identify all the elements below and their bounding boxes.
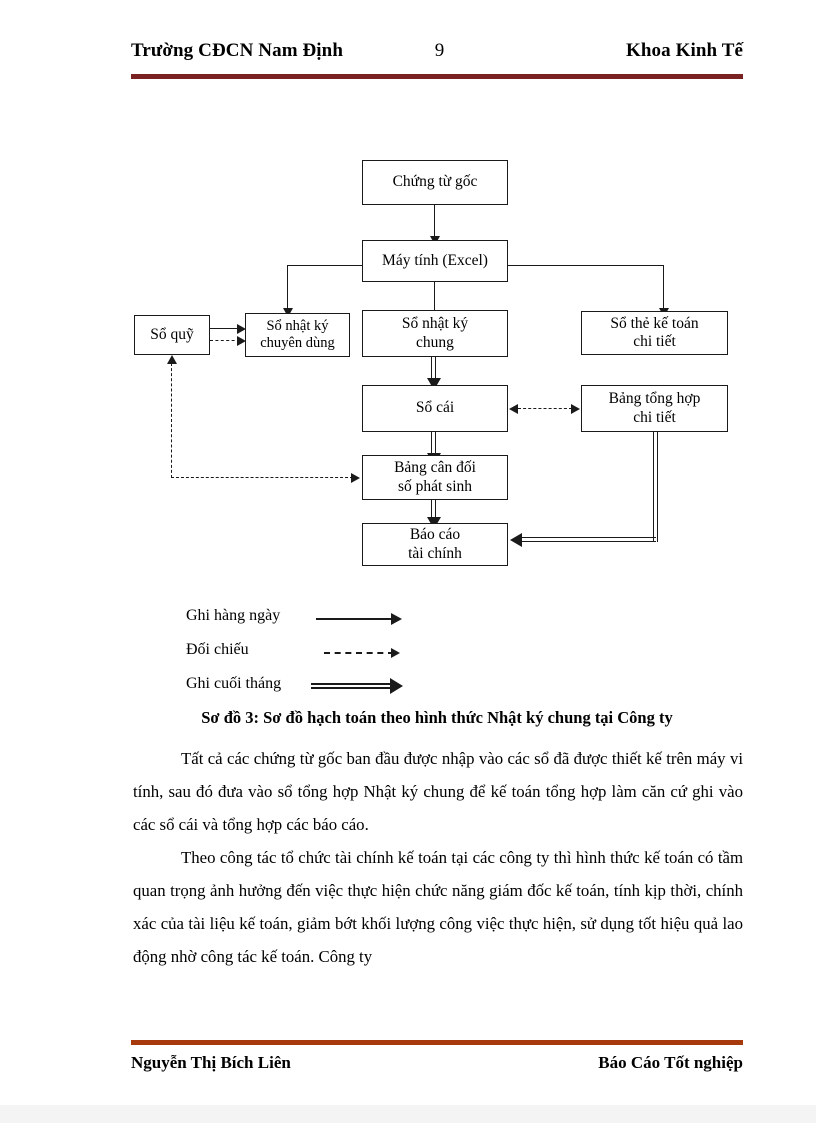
body-paragraph-2: Theo công tác tổ chức tài chính kế toán … — [133, 848, 743, 966]
connector-maytinh-left-vertical — [287, 265, 289, 312]
arrowhead-right-bangcandoi-dashed — [351, 473, 360, 483]
header-divider-rule — [131, 74, 743, 79]
connector-soquy-to-chuyendung-dashed — [210, 340, 240, 341]
legend-item-monthly: Ghi cuối tháng — [186, 675, 506, 709]
scan-bottom-edge — [0, 1105, 816, 1123]
arrowhead-right-bangtonghop — [571, 404, 580, 414]
legend-dashed-line-icon — [324, 652, 394, 654]
connector-chungtu-to-maytinh — [434, 205, 436, 239]
connector-maytinh-center-vertical — [434, 282, 436, 314]
body-text: Tất cả các chứng từ gốc ban đầu được nhậ… — [133, 742, 743, 973]
arrowhead-left-baocao — [510, 533, 522, 547]
page-footer: Nguyễn Thị Bích Liên Báo Cáo Tốt nghiệp — [131, 1053, 743, 1073]
node-so-nhat-ky-chuyen-dung: Sổ nhật ký chuyên dùng — [245, 313, 350, 357]
header-right-text: Khoa Kinh Tế — [626, 40, 743, 61]
legend-dashed-arrow-icon — [391, 648, 400, 658]
arrowhead-right-chuyendung-solid — [237, 324, 246, 334]
footer-right-text: Báo Cáo Tốt nghiệp — [598, 1053, 743, 1072]
connector-socai-to-bangcandoi-double — [431, 432, 436, 460]
node-bang-tong-hop-chi-tiet: Bảng tổng hợp chi tiết — [581, 385, 728, 432]
page-number: 9 — [434, 40, 445, 61]
node-so-quy: Sổ quỹ — [134, 315, 210, 355]
legend-label-reconcile: Đối chiếu — [186, 641, 249, 658]
figure-caption: Sơ đồ 3: Sơ đồ hạch toán theo hình thức … — [201, 708, 673, 727]
page-header: Trường CĐCN Nam Định 9 Khoa Kinh Tế — [131, 40, 743, 74]
connector-maytinh-right-horizontal — [507, 265, 664, 267]
connector-maytinh-left-horizontal — [287, 265, 363, 267]
legend-double-arrow-icon — [390, 678, 403, 694]
header-left-text: Trường CĐCN Nam Định — [131, 40, 344, 61]
legend-item-reconcile: Đối chiếu — [186, 641, 506, 675]
body-paragraph-1: Tất cả các chứng từ gốc ban đầu được nhậ… — [133, 749, 743, 834]
node-so-the-ke-toan-chi-tiet: Sổ thẻ kế toán chi tiết — [581, 311, 728, 355]
footer-divider-rule — [131, 1040, 743, 1045]
node-bang-can-doi-so-phat-sinh: Bảng cân đối số phát sinh — [362, 455, 508, 500]
arrowhead-up-soquy — [167, 355, 177, 364]
connector-loop-vertical-dashed — [171, 363, 172, 478]
arrowhead-left-socai — [509, 404, 518, 414]
connector-socai-bangtonghop-dashed — [518, 408, 572, 409]
arrowhead-right-chuyendung-dashed — [237, 336, 246, 346]
connector-soquy-to-chuyendung-solid — [210, 328, 240, 330]
legend-solid-line-icon — [316, 618, 394, 620]
connector-nhatkychung-to-socai-double — [431, 357, 436, 384]
node-chung-tu-goc: Chứng từ gốc — [362, 160, 508, 205]
legend-label-monthly: Ghi cuối tháng — [186, 675, 282, 692]
node-bao-cao-tai-chinh: Báo cáo tài chính — [362, 523, 508, 566]
node-so-cai: Sổ cái — [362, 385, 508, 432]
node-so-nhat-ky-chung: Sổ nhật ký chung — [362, 310, 508, 357]
legend-solid-arrow-icon — [391, 613, 402, 625]
connector-bangcandoi-to-baocao-double — [431, 500, 436, 524]
connector-bangtonghop-to-baocao-horizontal-double — [522, 537, 656, 542]
arrowhead-down-nhatky-chuyendung — [283, 308, 293, 317]
connector-bangtonghop-to-baocao-vertical-double — [653, 432, 658, 542]
diagram-legend: Ghi hàng ngày Đối chiếu Ghi cuối tháng — [186, 607, 506, 709]
connector-loop-horizontal-dashed — [171, 477, 353, 478]
connector-maytinh-right-vertical — [663, 265, 665, 312]
footer-left-text: Nguyễn Thị Bích Liên — [131, 1053, 291, 1072]
flowchart-diagram: Chứng từ gốc Máy tính (Excel) Sổ quỹ — [0, 140, 816, 590]
legend-label-daily: Ghi hàng ngày — [186, 607, 281, 624]
node-may-tinh-excel: Máy tính (Excel) — [362, 240, 508, 282]
legend-item-daily: Ghi hàng ngày — [186, 607, 506, 641]
legend-double-line-icon — [311, 683, 393, 689]
